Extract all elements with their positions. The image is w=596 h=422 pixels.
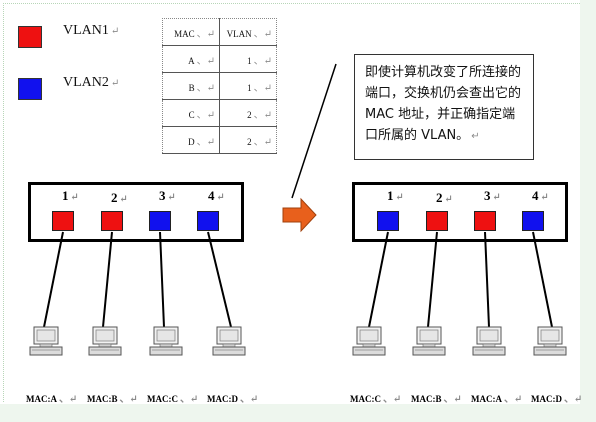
left-port-number: 2↵: [111, 190, 128, 205]
right-arrow-icon: [282, 197, 317, 233]
table-cell: 1、↵: [219, 45, 277, 73]
left-port-4: [197, 211, 219, 231]
right-port-number: 2↵: [436, 190, 453, 205]
right-port-number: 1↵: [387, 188, 404, 203]
computer-icon: [149, 326, 183, 356]
left-port-1: [52, 211, 74, 231]
left-port-3: [149, 211, 171, 231]
right-port-2: [426, 211, 448, 231]
note-box: 即使计算机改变了所连接的端口，交换机仍会查出它的 MAC 地址，并正确指定端口所…: [354, 54, 534, 160]
pointer-line: [291, 63, 337, 199]
cable-left-4: [207, 231, 232, 328]
table-row: D、↵ 2、↵: [162, 126, 277, 154]
host-mac-label: MAC:D、↵: [531, 394, 583, 405]
host-mac-label: MAC:D、↵: [207, 394, 259, 405]
computer-icon: [212, 326, 246, 356]
legend-swatch-vlan1: [18, 26, 42, 48]
legend-label-text: VLAN1: [63, 23, 109, 38]
right-port-1: [377, 211, 399, 231]
computer-icon: [352, 326, 386, 356]
computer-icon: [533, 326, 567, 356]
table-cell: 1、↵: [219, 72, 277, 100]
legend-swatch-vlan2: [18, 78, 42, 100]
host-mac-label: MAC:B、↵: [87, 394, 138, 405]
right-port-number: 4↵: [532, 188, 549, 203]
mac-vlan-table: MAC、↵ VLAN、↵ A、↵ 1、↵ B、↵ 1、↵ C、↵ 2、↵ D、↵…: [162, 18, 277, 154]
cable-right-2: [427, 231, 438, 328]
table-cell: A、↵: [162, 45, 220, 73]
left-port-number: 4↵: [208, 188, 225, 203]
cable-lines: [43, 231, 553, 328]
window-frame-bottom: [0, 404, 596, 422]
host-mac-label: MAC:A、↵: [471, 394, 523, 405]
legend-label-vlan2: VLAN2↵: [63, 75, 120, 90]
computer-icon: [472, 326, 506, 356]
legend-label-text: VLAN2: [63, 75, 109, 90]
cable-left-2: [102, 231, 113, 328]
note-text: 即使计算机改变了所连接的端口，交换机仍会查出它的 MAC 地址，并正确指定端口所…: [365, 65, 522, 143]
cable-right-4: [532, 231, 553, 328]
cable-left-3: [159, 231, 165, 328]
table-cell: 2、↵: [219, 99, 277, 127]
table-cell: 2、↵: [219, 126, 277, 154]
right-port-4: [522, 211, 544, 231]
table-row: C、↵ 2、↵: [162, 99, 277, 127]
computer-icon: [412, 326, 446, 356]
host-mac-label: MAC:C、↵: [147, 394, 199, 405]
left-port-number: 3↵: [159, 188, 176, 203]
computer-icon: [29, 326, 63, 356]
table-cell: D、↵: [162, 126, 220, 154]
right-port-3: [474, 211, 496, 231]
host-mac-label: MAC:C、↵: [350, 394, 402, 405]
left-port-2: [101, 211, 123, 231]
cable-left-1: [43, 231, 64, 328]
left-port-number: 1↵: [62, 188, 79, 203]
legend-label-vlan1: VLAN1↵: [63, 23, 120, 38]
host-mac-label: MAC:B、↵: [411, 394, 462, 405]
window-frame-right: [580, 0, 596, 422]
cable-right-1: [368, 231, 389, 328]
cable-right-3: [484, 231, 490, 328]
computer-icon: [88, 326, 122, 356]
right-port-number: 3↵: [484, 188, 501, 203]
table-row: A、↵ 1、↵: [162, 45, 277, 73]
host-mac-label: MAC:A、↵: [26, 394, 78, 405]
